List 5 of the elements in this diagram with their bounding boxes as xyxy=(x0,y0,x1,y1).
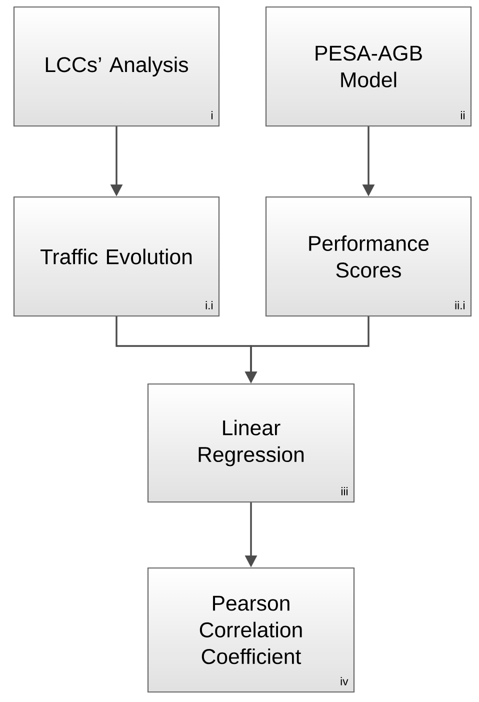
step-number: iv xyxy=(340,677,348,686)
step-number: ii.i xyxy=(455,301,464,310)
step-number: iii xyxy=(341,487,348,496)
step-number: i.i xyxy=(206,301,212,310)
step-number: ii xyxy=(460,111,464,120)
